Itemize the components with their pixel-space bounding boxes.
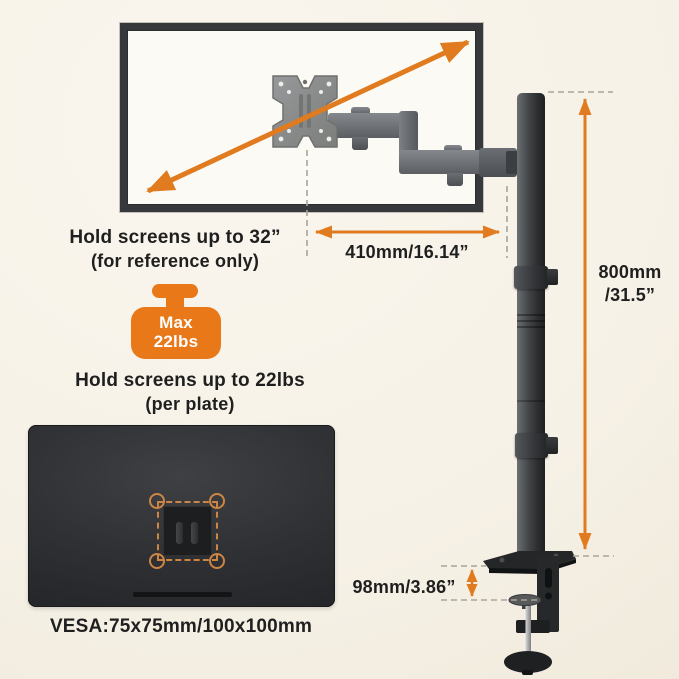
clamp-range-label: 98mm/3.86”: [352, 577, 456, 597]
clamp-knob: [504, 651, 552, 673]
pole-seam: [517, 326, 545, 328]
pole-collar-upper: [514, 266, 548, 289]
weight-note-line2: (per plate): [145, 393, 235, 414]
vesa-label: VESA:75x75mm/100x100mm: [49, 616, 313, 637]
pole-height-label: 800mm /31.5”: [594, 261, 666, 306]
weight-icon-neck: [166, 293, 184, 311]
vesa-hole-marker: [209, 553, 225, 569]
pole-seam: [517, 320, 545, 322]
desk-clamp: [483, 551, 576, 675]
weight-icon: Max 22lbs: [131, 307, 221, 359]
weight-note-line1: Hold screens up to 22lbs: [75, 370, 305, 391]
weight-note: Hold screens up to 22lbs (per plate): [45, 369, 335, 415]
collar-knob-upper: [547, 269, 558, 285]
monitor-vent-slot: [133, 592, 232, 597]
pole-seam: [517, 314, 545, 316]
badge-max-label: Max: [159, 313, 193, 333]
vesa-slot: [176, 522, 183, 544]
screen-size-note-line1: Hold screens up to 32”: [69, 227, 281, 248]
badge-weight-label: 22lbs: [153, 332, 199, 351]
dashed-guides: [306, 91, 614, 601]
screen-size-note: Hold screens up to 32” (for reference on…: [55, 226, 295, 272]
pole-seam: [517, 400, 545, 402]
vesa-mount-area: [163, 506, 212, 556]
vesa-pattern-outline: [157, 501, 218, 561]
pole-height-line1: 800mm: [598, 262, 662, 282]
pole-collar-lower: [515, 433, 548, 458]
clamp-base-edge: [489, 559, 576, 574]
pole-height-line2: /31.5”: [604, 284, 656, 305]
clamp-screw-rod: [525, 606, 531, 656]
vesa-slot: [191, 522, 198, 544]
arm-pole-clamp-cap: [506, 151, 518, 174]
vesa-hole-marker: [149, 493, 165, 509]
screen-size-arrow-icon: [146, 39, 470, 194]
collar-knob-lower: [546, 437, 558, 454]
vesa-hole-marker: [149, 553, 165, 569]
mounting-pole: [517, 93, 545, 556]
weight-icon-handle: [152, 284, 198, 298]
screen-size-note-line2: (for reference only): [90, 250, 260, 271]
arm-reach-label: 410mm/16.14”: [345, 242, 469, 262]
clamp-lower-jaw: [516, 620, 550, 633]
vesa-hole-marker: [209, 493, 225, 509]
